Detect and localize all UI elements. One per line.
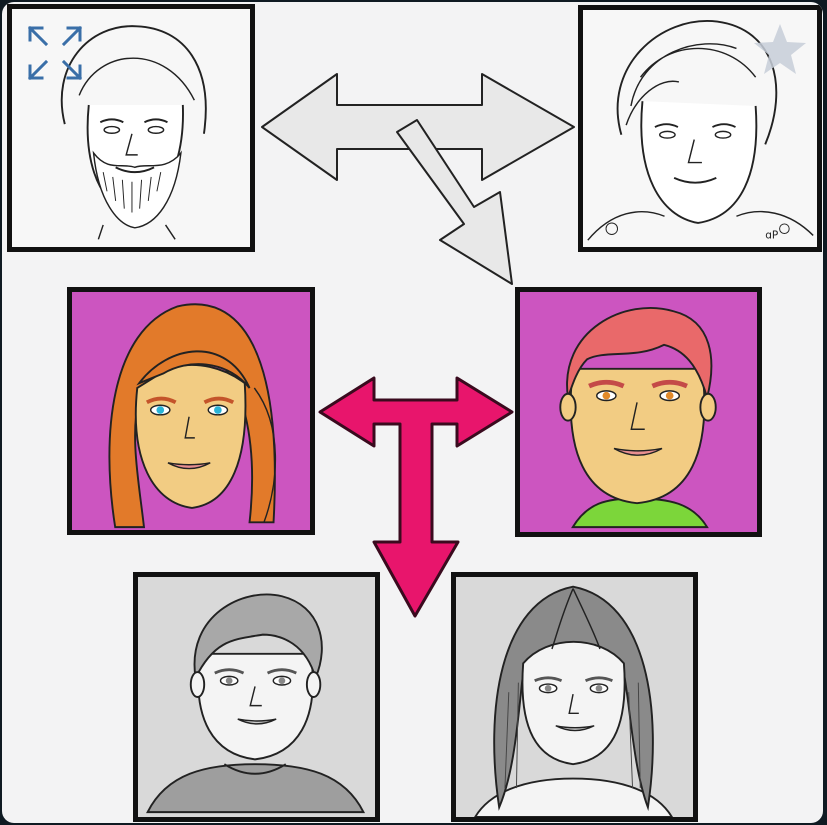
grandmother-drawing: ɑP bbox=[587, 20, 814, 241]
girl-portrait[interactable] bbox=[451, 572, 698, 822]
grandfather-drawing bbox=[60, 25, 207, 240]
fullscreen-button[interactable] bbox=[26, 24, 84, 82]
father-drawing bbox=[559, 307, 717, 529]
expand-arrows-icon bbox=[27, 25, 83, 81]
grandmother-portrait[interactable]: ɑP bbox=[578, 5, 822, 252]
father-portrait[interactable] bbox=[515, 287, 762, 537]
boy-drawing bbox=[146, 593, 366, 814]
star-icon bbox=[754, 24, 806, 74]
artist-mark: ɑP bbox=[765, 229, 778, 241]
mother-portrait[interactable] bbox=[67, 287, 315, 535]
grandfather-portrait[interactable] bbox=[7, 4, 255, 252]
favorite-button[interactable] bbox=[750, 20, 810, 80]
boy-portrait[interactable] bbox=[133, 572, 380, 822]
mother-drawing bbox=[108, 303, 277, 529]
girl-drawing bbox=[474, 585, 674, 817]
